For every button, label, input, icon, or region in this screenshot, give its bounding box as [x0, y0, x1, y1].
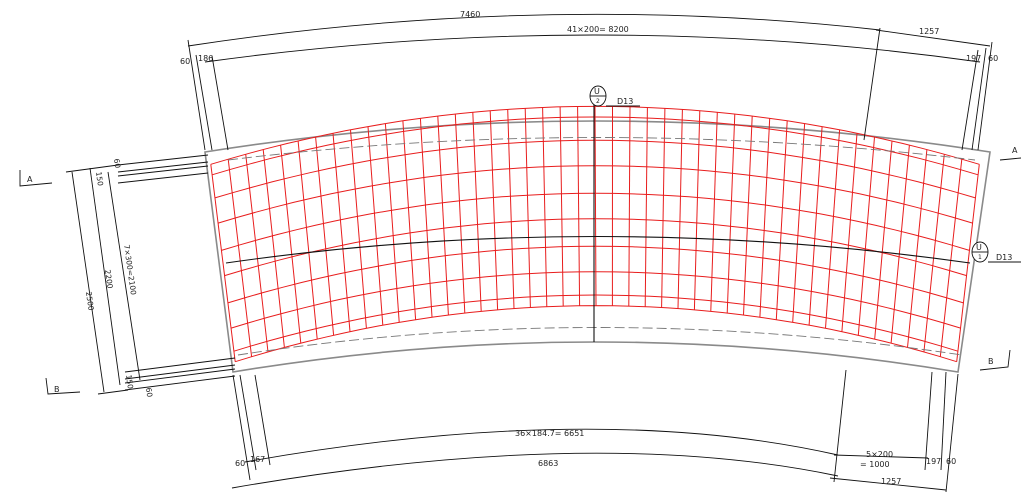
marker-u2-label: D13: [617, 97, 633, 106]
transverse-rebar: [923, 154, 945, 353]
transverse-rebar: [726, 113, 736, 314]
transverse-rebar: [524, 108, 531, 308]
transverse-rebar: [384, 123, 400, 323]
transverse-rebar: [825, 129, 841, 329]
section-mark-b-right: B: [979, 349, 1011, 371]
dim-top-left-cover: 186: [198, 54, 213, 63]
bottom-overall-dim-line: [231, 452, 839, 489]
transverse-rebar: [280, 145, 302, 344]
transverse-rebar: [262, 149, 285, 348]
svg-text:B: B: [988, 357, 994, 366]
transverse-rebar: [841, 133, 858, 332]
dim-top-right-segment: 1257: [919, 27, 939, 36]
dim-bottom-overall: 6863: [538, 459, 558, 468]
transverse-rebar: [628, 106, 631, 307]
transverse-rebar: [710, 112, 718, 312]
transverse-rebar: [594, 106, 597, 306]
svg-text:U: U: [594, 87, 600, 96]
dim-top-overall: 7460: [460, 10, 480, 19]
dim-left-spacing: 7×300=2100: [122, 244, 138, 296]
svg-text:U: U: [976, 243, 982, 252]
transverse-rebar: [743, 116, 753, 316]
dim-left-bottom-cover: 150: [124, 374, 135, 390]
top-right-segment-dim: [875, 29, 991, 47]
dim-bottom-right-edge: 60: [946, 457, 956, 466]
dim-bottom-left-edge: 60: [235, 459, 245, 468]
dim-bottom-right-segment: 1257: [881, 477, 901, 486]
section-mark-b-left: B: [45, 377, 81, 395]
left-anchor-bars-bottom: [124, 357, 236, 391]
dim-left-overall: 2500: [84, 291, 96, 311]
transverse-rebar: [939, 159, 963, 357]
transverse-rebar: [661, 108, 666, 308]
left-inner-dim-line: [89, 167, 121, 386]
dim-left-bottom-edge: 60: [144, 387, 154, 398]
bottom-dashed-line: [237, 327, 963, 356]
transverse-rebar: [693, 110, 701, 310]
dim-top-spacing: 41×200= 8200: [567, 25, 629, 34]
transverse-rebar: [332, 133, 351, 332]
rebar-mesh: [210, 105, 980, 363]
transverse-rebar: [227, 159, 253, 357]
transverse-rebar: [775, 120, 788, 320]
transverse-rebar: [507, 109, 515, 309]
svg-text:A: A: [27, 175, 33, 184]
transverse-rebar: [297, 140, 318, 340]
transverse-rebar: [677, 109, 683, 309]
section-mark-a-left: A: [19, 170, 53, 187]
transverse-rebar: [577, 106, 581, 306]
transverse-rebar: [907, 149, 928, 348]
transverse-rebar: [454, 113, 466, 314]
marker-u1: U 1 D13: [971, 241, 1021, 263]
transverse-rebar: [808, 126, 823, 326]
svg-text:2: 2: [596, 98, 600, 105]
dim-left-inner: 2200: [103, 269, 115, 289]
dim-top-left-edge: 60: [180, 57, 190, 66]
section-mark-a-right: A: [999, 146, 1021, 161]
transverse-rebar: [437, 116, 449, 316]
marker-u2: U 2 D13: [589, 85, 640, 107]
bottom-right-spacing-dim: [833, 454, 929, 459]
left-spacing-dim-line: [107, 171, 141, 381]
transverse-rebar: [472, 112, 482, 312]
svg-text:B: B: [54, 385, 60, 394]
dim-bottom-right-spacing-1: 5×200: [866, 450, 893, 459]
transverse-rebar: [792, 123, 806, 323]
top-dashed-line: [227, 137, 976, 161]
transverse-rebar: [367, 126, 384, 326]
top-overall-dim-line: [187, 13, 881, 47]
center-longitudinal-bar: [225, 235, 971, 264]
bottom-right-segment-dim: [829, 477, 947, 491]
dim-bottom-right-spacing-2: = 1000: [860, 460, 890, 469]
left-anchor-bars-top: [117, 154, 209, 184]
transverse-rebar: [419, 118, 433, 318]
dim-bottom-right-cover: 197: [926, 457, 941, 466]
dim-top-right-edge: 60: [988, 54, 998, 63]
transverse-rebar: [542, 107, 548, 307]
left-overall-dim-line: [71, 171, 105, 393]
top-spacing-dim-line: [204, 34, 981, 63]
transverse-rebar: [559, 106, 564, 307]
dim-left-top-edge: 60: [112, 158, 122, 169]
bottom-spacing-dim-line: [244, 428, 839, 463]
transverse-rebar: [315, 136, 335, 336]
svg-text:A: A: [1012, 146, 1018, 155]
dim-bottom-left-cover: 167: [250, 455, 265, 464]
dim-left-top-cover: 150: [94, 171, 105, 187]
transverse-rebar: [402, 120, 417, 320]
transverse-rebar: [489, 110, 499, 310]
svg-text:1: 1: [978, 254, 982, 261]
dim-top-right-cover: 197: [966, 54, 981, 63]
dim-bottom-spacing: 36×184.7= 6651: [515, 429, 584, 438]
transverse-rebar: [759, 118, 771, 318]
transverse-rebar: [350, 129, 367, 329]
transverse-rebar: [210, 164, 236, 362]
transverse-rebar: [644, 107, 648, 307]
transverse-rebar: [890, 145, 910, 344]
transverse-rebar: [874, 140, 893, 340]
transverse-rebar: [245, 154, 269, 353]
transverse-rebar: [857, 136, 875, 336]
marker-u1-label: D13: [996, 253, 1012, 262]
